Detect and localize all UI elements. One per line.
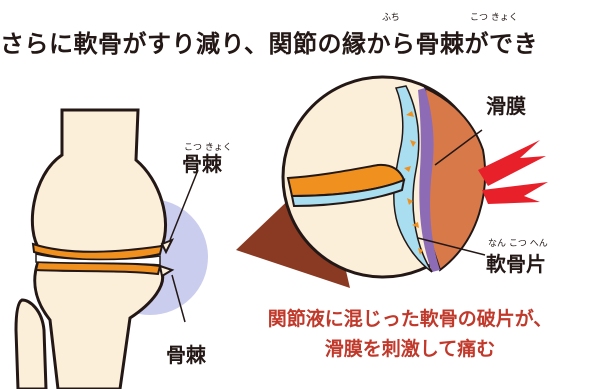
knee-illustration bbox=[14, 108, 208, 389]
header-ruby-fuchi: ふち bbox=[382, 13, 400, 23]
osteophyte-top bbox=[160, 238, 175, 255]
header-text: さらに軟骨がすり減り、関節の縁から骨棘ができ bbox=[0, 30, 539, 58]
leader-kotsukyoku-bottom bbox=[171, 274, 186, 323]
fibula bbox=[14, 298, 48, 389]
label-kotsukyoku-bottom: 骨棘 bbox=[166, 343, 206, 367]
tibia bbox=[33, 260, 165, 389]
cartilage-fragments bbox=[404, 111, 423, 255]
leader-nankotsuhen bbox=[417, 237, 486, 256]
caption-line-1: 関節液に混じった軟骨の破片が、 bbox=[267, 308, 553, 330]
leader-kakumaku bbox=[434, 129, 483, 166]
leader-kotsukyoku-top bbox=[169, 169, 199, 241]
header-ruby-kotsukyoku: こつ きょく bbox=[470, 13, 518, 23]
magnified-joint-space bbox=[290, 178, 406, 208]
label-kotsukyoku-top: 骨棘 bbox=[182, 152, 222, 176]
joint-fluid bbox=[393, 85, 433, 273]
osteophyte-bottom bbox=[158, 264, 175, 278]
label-kakumaku: 滑膜 bbox=[486, 94, 526, 118]
label-nankotsuhen: 軟骨片 bbox=[486, 252, 546, 276]
label-kotsukyoku-top-ruby: こつ きょく bbox=[184, 143, 232, 153]
pain-lightning bbox=[478, 140, 548, 204]
caption-line-2: 滑膜を刺激して痛む bbox=[324, 338, 496, 360]
femur bbox=[30, 108, 167, 258]
label-nankotsuhen-ruby: なん こつ へん bbox=[488, 239, 548, 249]
synovial-membrane bbox=[418, 88, 440, 272]
